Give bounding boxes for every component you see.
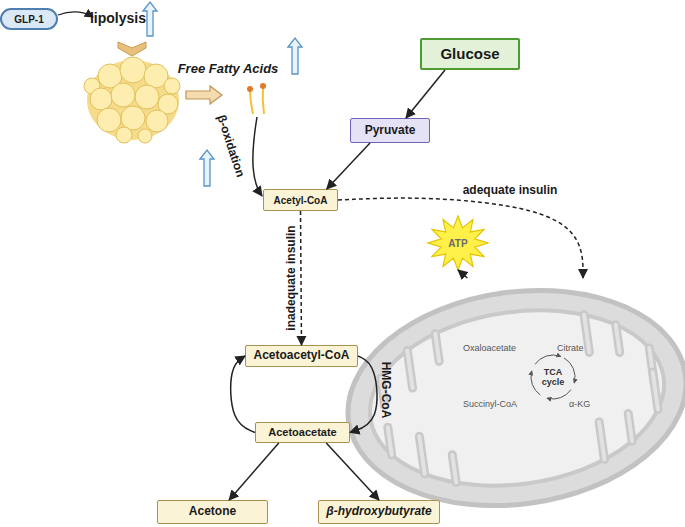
pathway-arrow [229, 443, 279, 500]
pathway-line [253, 117, 262, 196]
release-arrow [186, 86, 222, 104]
crista [599, 422, 604, 460]
crista [407, 350, 412, 388]
crista [388, 427, 392, 455]
hormone-pill: GLP-1 [0, 8, 58, 30]
substrate-box: Glucose [420, 38, 520, 70]
fatty-acid-head [247, 86, 253, 92]
metabolite-label: Free Fatty Acids [178, 61, 279, 76]
node-text: Acetoacetyl-CoA [253, 349, 349, 362]
crista [616, 325, 620, 353]
inner-membrane [358, 292, 675, 504]
process-label: β-oxidation [214, 113, 247, 179]
pathway-arrow [350, 356, 377, 433]
cycle-metabolite: Oxaloacetate [463, 344, 516, 354]
crista [452, 455, 456, 483]
cycle-metabolite: α-KG [569, 400, 590, 410]
connector-label: HMG-CoA [379, 362, 393, 419]
connector-label: adequate insulin [463, 183, 558, 197]
fatty-acid-chain [263, 87, 264, 114]
fat-cell [146, 110, 168, 132]
pathway-arrow [326, 443, 379, 500]
pathway-arrow [327, 143, 370, 189]
node-text: Acetone [189, 505, 236, 518]
fatty-acid-chain [250, 90, 253, 114]
crista [419, 436, 424, 474]
crista [407, 350, 412, 388]
node-text: Acetoacetate [268, 426, 336, 438]
fat-cell [121, 106, 145, 130]
fat-cell [97, 108, 121, 132]
adipose-tissue [84, 57, 180, 143]
crista [616, 325, 620, 353]
cycle-arrow [531, 371, 540, 395]
increase-arrow [288, 38, 302, 74]
fat-cell [116, 127, 132, 143]
crista [419, 436, 424, 474]
node-text: Pyruvate [365, 124, 416, 137]
crista [435, 334, 439, 362]
node-text: Acetyl-CoA [274, 195, 328, 206]
cycle-metabolite: Succinyl-CoA [463, 400, 517, 410]
crista [452, 455, 456, 483]
cycle-arrow [535, 355, 561, 364]
metabolite-box: Acetoacetyl-CoA [245, 345, 358, 367]
mitochondrion-body [334, 269, 685, 526]
fat-cell [90, 88, 112, 110]
starburst-outline [428, 216, 488, 270]
crista [628, 413, 632, 441]
crista [388, 427, 392, 455]
ketone-body-box: β-hydroxybutyrate [318, 500, 440, 524]
fat-cell [138, 129, 152, 143]
metabolite-box: Pyruvate [350, 118, 430, 143]
fat-cell [111, 83, 135, 107]
cycle-arrow [564, 358, 575, 383]
fat-cell [120, 57, 146, 83]
pathway-arrow [338, 198, 583, 278]
crista [628, 413, 632, 441]
increase-arrow [200, 150, 214, 186]
leader-arrow [58, 12, 93, 17]
crista [584, 315, 589, 353]
crista [599, 422, 604, 460]
cycle-arrow [547, 390, 571, 399]
fat-cell [164, 78, 180, 94]
chevron-symbol [118, 42, 146, 56]
mitochondrion-shape [345, 278, 685, 513]
ketone-body-box: Acetone [157, 500, 268, 524]
node-text: ATP [448, 238, 467, 249]
mitochondrion: Oxaloacetate CitrateTCA cycleSuccinyl-CoA… [345, 278, 685, 513]
crista [584, 315, 589, 353]
cycle-metabolite: Citrate [557, 344, 584, 354]
pathway-arrow [301, 211, 302, 345]
pathway-arrow [406, 70, 445, 118]
process-label: lipolysis [90, 10, 146, 26]
node-text: Glucose [440, 46, 499, 63]
crista [435, 334, 439, 362]
metabolite-box: Acetoacetate [255, 422, 350, 443]
crista [653, 372, 658, 410]
fat-cell [135, 85, 159, 109]
pathway-arrow [231, 356, 255, 433]
crista [653, 372, 658, 410]
node-text: β-hydroxybutyrate [326, 505, 431, 518]
connector-label: inadequate insulin [284, 225, 298, 330]
outer-membrane [334, 269, 685, 526]
metabolite-box: Acetyl-CoA [263, 189, 338, 211]
pathway-arrow [458, 270, 467, 278]
atp-star: ATP [428, 216, 488, 270]
node-text: GLP-1 [14, 14, 43, 25]
fatty-acid-head [260, 83, 266, 89]
cycle-metabolite: TCA cycle [537, 368, 569, 388]
